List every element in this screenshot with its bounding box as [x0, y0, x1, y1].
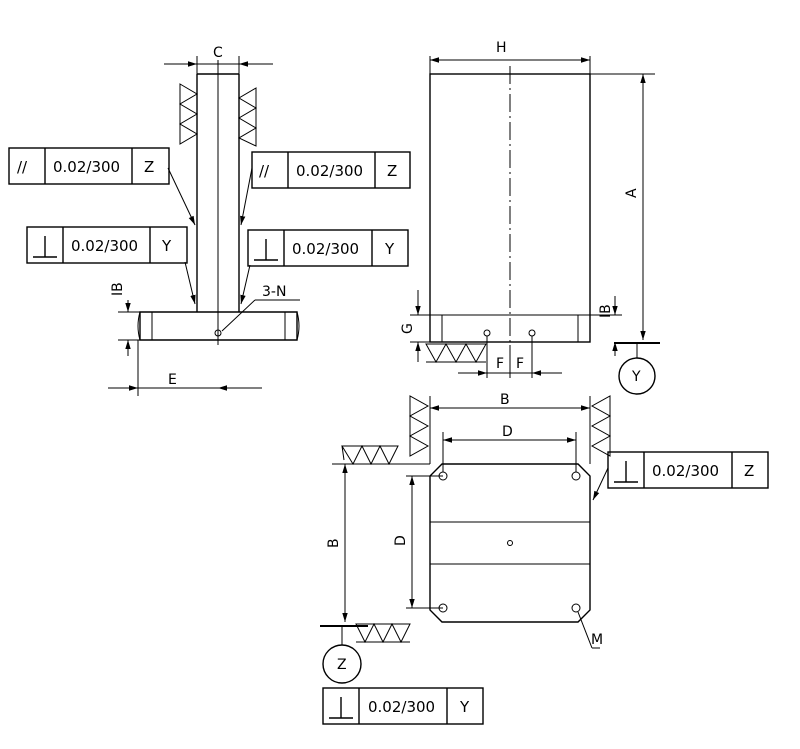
dim-a-label: A	[624, 188, 640, 198]
dim-d-horizontal-label: D	[502, 424, 513, 440]
perpendicular-icon	[614, 461, 638, 483]
svg-text:0.02/300: 0.02/300	[652, 462, 719, 480]
dim-ib-left-label: IB	[110, 282, 126, 296]
dim-c-label: C	[213, 45, 223, 61]
dim-f-right-label: F	[516, 356, 524, 372]
hole-mark	[214, 329, 222, 337]
dim-b-horizontal-label: B	[500, 392, 510, 408]
parallel-symbol: //	[17, 158, 28, 176]
svg-text:0.02/300: 0.02/300	[292, 240, 359, 258]
datum-triangles	[237, 87, 257, 147]
dim-e-label: E	[168, 372, 177, 388]
svg-text:0.02/300: 0.02/300	[71, 237, 138, 255]
datum-triangles	[425, 342, 487, 364]
mark-m-label: M	[591, 632, 603, 648]
hole-mark	[571, 471, 581, 481]
hole-mark	[528, 329, 536, 337]
svg-text:Z: Z	[144, 158, 154, 176]
svg-text:Z: Z	[387, 162, 397, 180]
dim-h-label: H	[496, 40, 507, 56]
datum-y-label: Y	[631, 369, 641, 385]
t-section-view: C E IB 3-N	[108, 45, 300, 396]
perpendicular-icon	[329, 697, 353, 719]
datum-triangles	[179, 83, 198, 145]
datum-triangles	[355, 622, 411, 644]
svg-text:0.02/300: 0.02/300	[368, 698, 435, 716]
svg-text:0.02/300: 0.02/300	[53, 158, 120, 176]
tolerance-frame-perp-right: 0.02/300 Y	[247, 229, 409, 267]
perpendicular-icon	[254, 239, 278, 261]
dim-d-vertical-label: D	[393, 535, 409, 546]
parallel-symbol: //	[259, 162, 270, 180]
tolerance-frame-perp-left: 0.02/300 Y	[26, 226, 188, 264]
tolerance-frame-parallel-right: // 0.02/300 Z	[251, 151, 411, 189]
svg-text:0.02/300: 0.02/300	[296, 162, 363, 180]
dim-f-left-label: F	[496, 356, 504, 372]
datum-z-label: Z	[337, 657, 347, 673]
hole-callout-label: 3-N	[262, 284, 286, 300]
datum-z-circle	[322, 644, 362, 684]
datum-triangles	[408, 395, 430, 457]
front-view: H A Y IB G F F	[400, 40, 660, 395]
plan-view: B D B D Z M	[320, 392, 612, 684]
datum-triangles	[341, 444, 399, 466]
datum-y-circle	[618, 357, 656, 395]
hole-mark	[507, 540, 513, 546]
datum-triangles	[590, 395, 612, 457]
tolerance-frame-parallel-left: // 0.02/300 Z	[8, 147, 170, 185]
dim-b-vertical-label: B	[326, 538, 342, 548]
hole-mark	[483, 329, 491, 337]
svg-text:Y: Y	[384, 240, 395, 258]
dim-g-label: G	[400, 323, 416, 334]
hole-mark	[571, 603, 581, 613]
tolerance-frame-perp-bottom-right: 0.02/300 Z	[607, 451, 769, 489]
perpendicular-icon	[33, 236, 57, 258]
tolerance-frame-perp-bottom: 0.02/300 Y	[322, 687, 484, 725]
dim-ib-right-label: IB	[598, 304, 614, 318]
svg-text:Y: Y	[161, 237, 172, 255]
svg-text:Y: Y	[459, 698, 470, 716]
svg-text:Z: Z	[744, 462, 754, 480]
